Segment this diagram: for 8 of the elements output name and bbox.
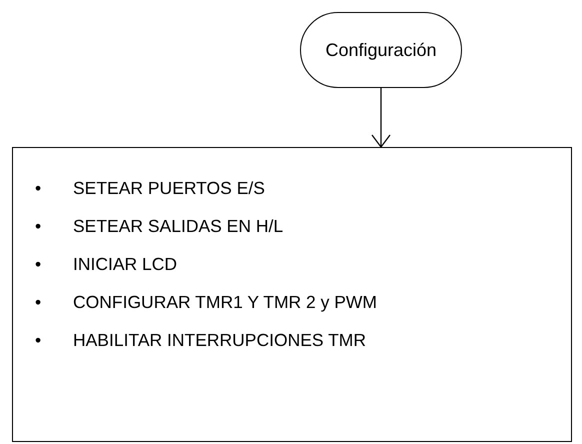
- process-box: [12, 147, 572, 442]
- terminal-label: Configuración: [325, 40, 437, 60]
- list-item: • CONFIGURAR TMR1 Y TMR 2 y PWM: [35, 292, 378, 312]
- list-item: • INICIAR LCD: [35, 254, 178, 274]
- list-item: • SETEAR SALIDAS EN H/L: [35, 216, 284, 236]
- arrow: [371, 88, 391, 148]
- list-item: • HABILITAR INTERRUPCIONES TMR: [35, 330, 366, 350]
- list-item: • SETEAR PUERTOS E/S: [35, 178, 265, 198]
